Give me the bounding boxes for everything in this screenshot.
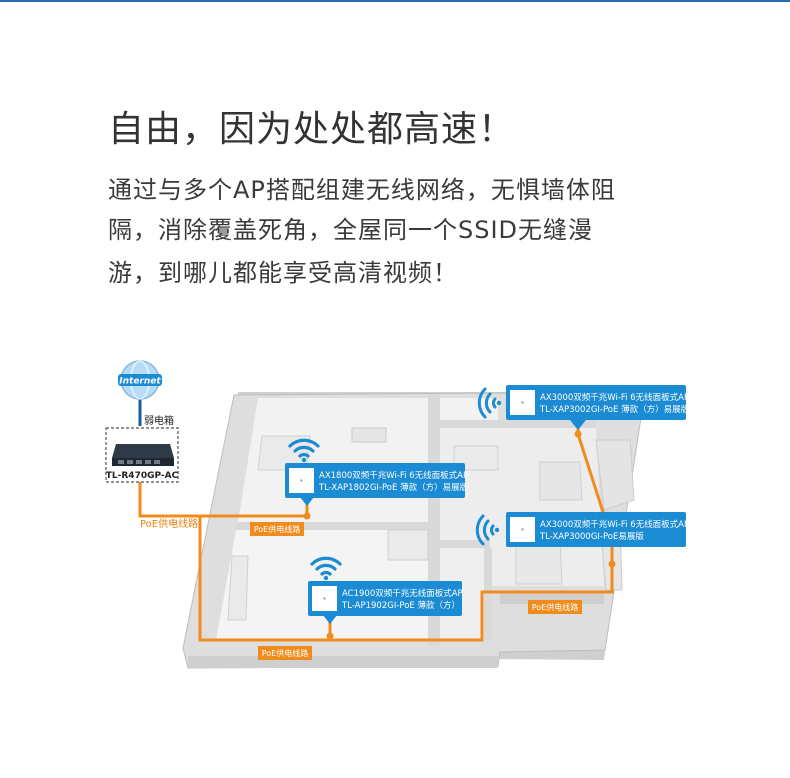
- description-line-2: 隔，消除覆盖死角，全屋同一个SSID无缝漫: [108, 216, 594, 244]
- weak-current-box: 弱电箱 TL-R470GP-AC: [105, 414, 179, 483]
- svg-text:TL-AP1902GI-PoE 薄款（方）: TL-AP1902GI-PoE 薄款（方）: [341, 600, 460, 611]
- description-line-3: 游，到哪儿都能享受高清视频！: [108, 259, 458, 287]
- router-icon: [112, 444, 174, 466]
- ap-callout-2: AX1800双频千兆Wi-Fi 6无线面板式AP TL-XAP1802GI-Po…: [285, 438, 469, 506]
- ap-callout-4: AC1900双频千兆无线面板式AP TL-AP1902GI-PoE 薄款（方）: [308, 556, 463, 624]
- internet-globe-icon: Internet: [118, 360, 162, 426]
- svg-text:AX3000双频千兆Wi-Fi 6无线面板式AP: AX3000双频千兆Wi-Fi 6无线面板式AP: [540, 392, 689, 403]
- poe-tag-2: PoE供电线路: [258, 646, 312, 660]
- internet-label: Internet: [119, 377, 161, 387]
- poe-tag-1: PoE供电线路: [250, 522, 304, 536]
- svg-text:TL-XAP3002GI-PoE 薄款（方）易展版: TL-XAP3002GI-PoE 薄款（方）易展版: [539, 404, 690, 415]
- svg-text:PoE供电线路: PoE供电线路: [262, 648, 309, 658]
- ap-callout-1: AX3000双频千兆Wi-Fi 6无线面板式AP TL-XAP3002GI-Po…: [477, 385, 690, 430]
- svg-text:AX1800双频千兆Wi-Fi 6无线面板式AP: AX1800双频千兆Wi-Fi 6无线面板式AP: [319, 470, 468, 481]
- svg-text:PoE供电线路: PoE供电线路: [532, 602, 579, 612]
- description-line-1: 通过与多个AP搭配组建无线网络，无惧墙体阻: [108, 176, 616, 204]
- page-headline: 自由，因为处处都高速！: [108, 109, 516, 150]
- svg-text:AX3000双频千兆Wi-Fi 6无线面板式AP: AX3000双频千兆Wi-Fi 6无线面板式AP: [540, 519, 689, 530]
- ap-callout-3: AX3000双频千兆Wi-Fi 6无线面板式AP TL-XAP3000GI-Po…: [475, 512, 689, 547]
- router-model-label: TL-R470GP-AC: [106, 471, 179, 481]
- svg-text:TL-XAP3000GI-PoE易展版: TL-XAP3000GI-PoE易展版: [539, 531, 644, 542]
- poe-main-label: PoE供电线路: [140, 517, 198, 530]
- weak-box-label: 弱电箱: [144, 414, 174, 427]
- svg-text:AC1900双频千兆无线面板式AP: AC1900双频千兆无线面板式AP: [342, 588, 463, 599]
- poe-tag-3: PoE供电线路: [528, 600, 582, 614]
- svg-text:TL-XAP1802GI-PoE 薄款（方）易展版: TL-XAP1802GI-PoE 薄款（方）易展版: [318, 482, 469, 493]
- svg-text:PoE供电线路: PoE供电线路: [254, 524, 301, 534]
- top-divider: [0, 0, 790, 2]
